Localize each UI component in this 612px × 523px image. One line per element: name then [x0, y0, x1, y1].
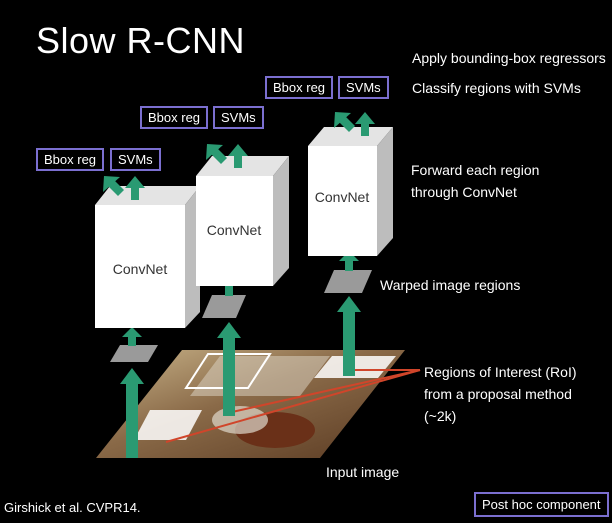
note-apply-bbox: Apply bounding-box regressors	[412, 50, 606, 66]
bbox-reg-box-1: Bbox reg	[36, 148, 105, 171]
note-roi-line2: from a proposal method	[424, 386, 572, 402]
convnet-cube-1: ConvNet	[95, 186, 200, 328]
arrow-warped-to-convnet-1	[122, 327, 142, 346]
note-forward-line1: Forward each region	[411, 162, 540, 178]
arrow-svms-3	[355, 112, 375, 136]
roi-box-1	[184, 353, 272, 389]
citation: Girshick et al. CVPR14.	[4, 500, 141, 515]
convnet-label-3: ConvNet	[315, 189, 370, 205]
bbox-reg-box-3: Bbox reg	[265, 76, 334, 99]
arrow-svms-1	[125, 176, 145, 200]
post-hoc-legend: Post hoc component	[474, 492, 609, 517]
roi-pointer-2	[231, 369, 421, 413]
bbox-reg-box-2: Bbox reg	[140, 106, 209, 129]
convnet-label-2: ConvNet	[207, 222, 262, 238]
roi-pointer-3	[165, 369, 421, 443]
arrow-bbox-3	[334, 112, 355, 132]
note-roi-line3: (~2k)	[424, 408, 457, 424]
arrow-image-to-warped-2	[217, 322, 241, 416]
warped-region-1	[110, 345, 158, 362]
arrow-bbox-2	[206, 144, 227, 164]
convnet-cube-3: ConvNet	[308, 127, 393, 256]
svms-box-1: SVMs	[110, 148, 161, 171]
note-forward-line2: through ConvNet	[411, 184, 517, 200]
svms-box-2: SVMs	[213, 106, 264, 129]
note-input-image: Input image	[326, 464, 400, 480]
warped-region-3	[324, 270, 372, 293]
roi-box-2	[134, 410, 202, 440]
slide-title: Slow R-CNN	[36, 20, 246, 61]
arrow-image-to-warped-3	[337, 296, 361, 376]
convnet-label-1: ConvNet	[113, 261, 168, 277]
arrow-bbox-1	[103, 176, 124, 196]
convnet-cube-2: ConvNet	[196, 156, 289, 286]
note-classify: Classify regions with SVMs	[412, 80, 581, 96]
svms-box-3: SVMs	[338, 76, 389, 99]
arrow-svms-2	[228, 144, 248, 168]
arrow-image-to-warped-1	[120, 368, 144, 458]
warped-region-2	[202, 295, 246, 318]
note-roi-line1: Regions of Interest (RoI)	[424, 364, 577, 380]
note-warped: Warped image regions	[380, 277, 521, 293]
